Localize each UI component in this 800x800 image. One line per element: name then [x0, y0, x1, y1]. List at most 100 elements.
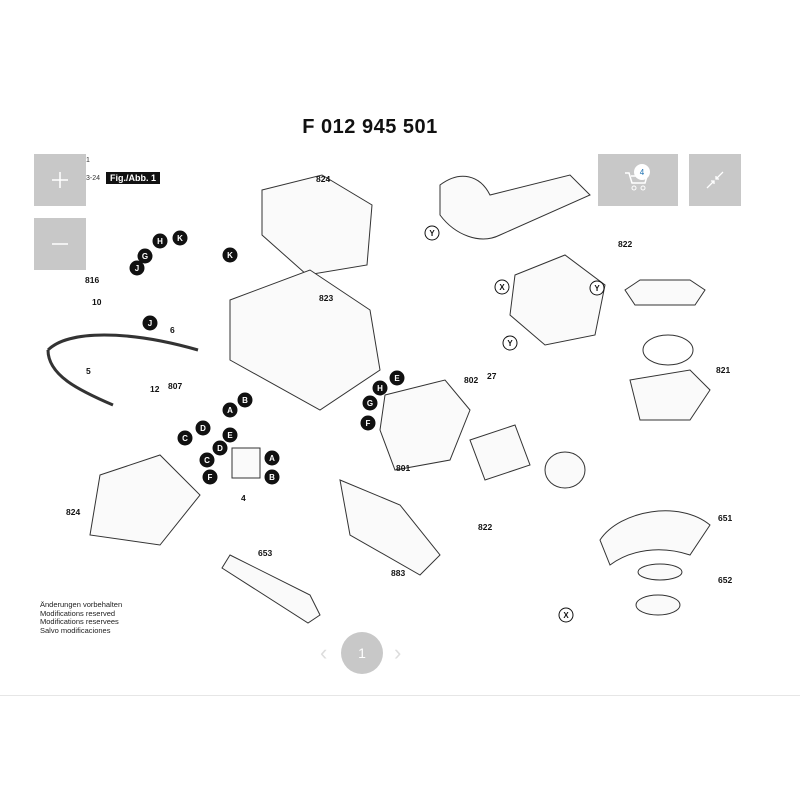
part-number-label: 651 [718, 513, 732, 523]
cart-count-badge: 4 [634, 164, 650, 180]
o-ring [642, 334, 694, 366]
letter-marker [264, 469, 280, 485]
housing-cover-824 [261, 174, 373, 276]
edge-text: 1 [86, 157, 90, 164]
part-number-label: 823 [319, 293, 333, 303]
part-number-label: 27 [487, 371, 497, 381]
part-number-label: 12 [150, 384, 160, 394]
letter-marker [222, 402, 238, 418]
letter-marker [362, 395, 378, 411]
next-page-button[interactable]: › [394, 640, 402, 665]
letter-marker [264, 450, 280, 466]
flange-652 [635, 594, 681, 616]
part-number-label: 10 [92, 297, 102, 307]
letter-marker-label: Y [594, 284, 600, 293]
letter-marker-label: D [200, 424, 206, 433]
part-number-label: 822 [618, 239, 632, 249]
letter-marker-label: A [227, 406, 233, 415]
letter-marker-label: G [142, 252, 148, 261]
stator-field [379, 379, 471, 471]
divider [0, 695, 800, 696]
letter-marker-label: K [177, 234, 183, 243]
letter-marker-label: C [182, 434, 188, 443]
zoom-in-button[interactable] [34, 154, 86, 206]
letter-marker [558, 607, 574, 623]
part-number-label: 824 [66, 507, 80, 517]
letter-marker-label: D [217, 444, 223, 453]
letter-marker-label: K [227, 251, 233, 260]
part-number-label: 822 [478, 522, 492, 532]
plus-icon [52, 172, 68, 188]
letter-marker [389, 370, 405, 386]
bevel-gear [544, 451, 586, 489]
edge-text: 3-24 [86, 175, 101, 182]
note-line: Modifications reservees [40, 617, 119, 626]
zoom-out-button[interactable] [34, 218, 86, 270]
letter-marker-label: H [377, 384, 383, 393]
letter-marker [222, 247, 238, 263]
armature-883 [339, 479, 441, 576]
note-line: Modifications reserved [40, 608, 116, 618]
letter-marker [424, 225, 440, 241]
letter-marker [360, 415, 376, 431]
flange-nut-652 [637, 563, 683, 581]
housing-cover-824-lower [89, 454, 201, 546]
letter-marker [129, 260, 145, 276]
note-line: Änderungen vorbehalten [40, 600, 123, 609]
part-number-label: 816 [85, 275, 99, 285]
diagram-title: F 012 945 501 [302, 116, 438, 138]
part-number-label: 824 [316, 174, 330, 184]
letter-marker-label: Y [429, 229, 435, 238]
guard-651 [599, 510, 711, 566]
part-number-label: 802 [464, 375, 478, 385]
letter-marker-label: A [269, 454, 275, 463]
cart-button[interactable]: 4 [598, 154, 678, 206]
letter-marker-label: E [394, 374, 400, 383]
letter-marker-label: J [135, 264, 139, 273]
letter-marker-label: F [366, 419, 371, 428]
gear-housing [509, 254, 606, 346]
letter-marker [199, 452, 215, 468]
letter-marker-label: E [227, 431, 233, 440]
current-page[interactable]: 1 [341, 632, 383, 674]
letter-marker-label: J [148, 319, 152, 328]
part-number-label: 6 [170, 325, 175, 335]
part-number-label: 807 [168, 381, 182, 391]
letter-marker-label: B [269, 473, 275, 482]
letter-marker [212, 440, 228, 456]
letter-marker-label: B [242, 396, 248, 405]
collapse-icon [706, 171, 724, 189]
letter-marker [172, 230, 188, 246]
motor-housing [229, 269, 381, 411]
power-cord [46, 333, 199, 407]
letter-marker [177, 430, 193, 446]
letter-marker [142, 315, 158, 331]
letter-marker [152, 233, 168, 249]
letter-marker [195, 420, 211, 436]
switch-4 [231, 447, 261, 479]
letter-marker [372, 380, 388, 396]
modification-notes: Änderungen vorbehalten Modifications res… [40, 600, 123, 635]
part-number-label: 653 [258, 548, 272, 558]
handle-part [439, 174, 591, 240]
letter-marker [589, 280, 605, 296]
letter-marker [222, 427, 238, 443]
spanner-653 [221, 554, 321, 624]
letter-marker-label: G [367, 399, 373, 408]
part-number-label: 883 [391, 568, 405, 578]
letter-marker [502, 335, 518, 351]
letter-marker [137, 248, 153, 264]
letter-marker-label: X [563, 611, 569, 620]
bearing-flange-parts [624, 279, 711, 421]
collapse-button[interactable] [689, 154, 741, 206]
letter-marker-label: Y [507, 339, 513, 348]
note-line: Salvo modificaciones [40, 625, 111, 635]
letter-marker [237, 392, 253, 408]
prev-page-button[interactable]: ‹ [320, 640, 328, 665]
part-number-label: 652 [718, 575, 732, 585]
part-number-label: 4 [241, 493, 246, 503]
letter-marker-label: H [157, 237, 163, 246]
letter-marker-label: F [208, 473, 213, 482]
figure-label: Fig./Abb. 1 [106, 172, 160, 184]
